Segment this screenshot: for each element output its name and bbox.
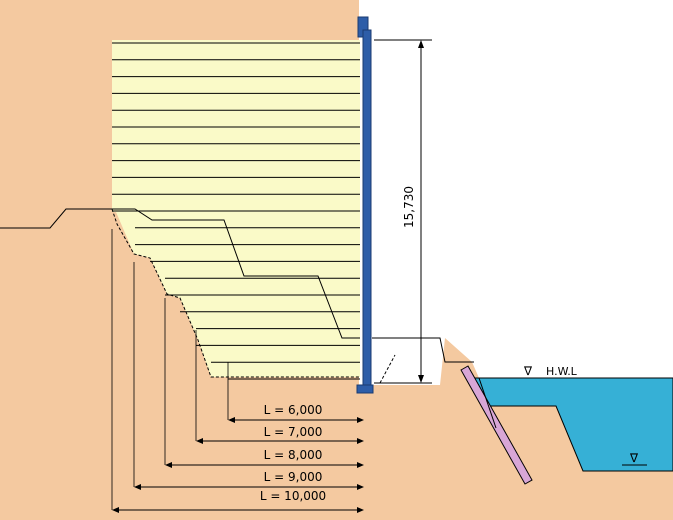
length-label: L = 6,000 <box>264 403 323 417</box>
length-label: L = 10,000 <box>260 489 326 503</box>
length-dimension-row: L = 7,000 <box>196 425 364 444</box>
hwl-symbol: ∇ <box>523 364 533 378</box>
reinforcement-strips <box>112 42 360 380</box>
length-dimension-row: L = 8,000 <box>165 448 364 468</box>
dimension-arrow-right <box>357 484 364 490</box>
dimension-arrow-right <box>357 507 364 513</box>
length-label: L = 8,000 <box>264 448 323 462</box>
length-dimension-row: L = 9,000 <box>134 470 364 490</box>
dimension-arrow-right <box>357 417 364 423</box>
excavation-line <box>111 208 360 378</box>
toe-dashed-line <box>379 354 396 384</box>
dimension-arrow-left <box>165 462 172 468</box>
dimension-arrow-left <box>112 507 119 513</box>
height-dimension <box>374 39 432 384</box>
height-arrow-top <box>418 40 424 48</box>
length-label: L = 7,000 <box>264 425 323 439</box>
dimension-arrow-right <box>357 462 364 468</box>
toe-ground-line <box>372 337 474 363</box>
length-label: L = 9,000 <box>264 470 323 484</box>
height-arrow-bottom <box>418 375 424 383</box>
length-reference-lines <box>111 229 229 510</box>
height-dimension-label: 15,730 <box>402 186 416 228</box>
reinforced-fill-zone <box>112 40 360 377</box>
dimension-arrow-left <box>228 417 235 423</box>
length-dimension-row: L = 6,000 <box>228 403 364 423</box>
dimension-arrow-left <box>134 484 141 490</box>
wall-footing <box>356 384 374 394</box>
anchor-tie-line <box>478 377 497 429</box>
dimension-arrow-right <box>357 438 364 444</box>
dimension-arrow-left <box>196 438 203 444</box>
potential-failure-line <box>112 208 360 339</box>
anchor-pile <box>460 365 533 485</box>
length-dimensions: L = 6,000 L = 7,000 L = 8,000 L = 9,000 L = … <box>112 403 364 513</box>
original-ground-line <box>0 208 112 229</box>
wall-face-panels <box>362 29 372 386</box>
hwl-label: H.W.L <box>546 365 578 378</box>
length-dimension-row: L = 10,000 <box>112 489 364 513</box>
lwl-symbol: ∇ <box>629 451 639 465</box>
